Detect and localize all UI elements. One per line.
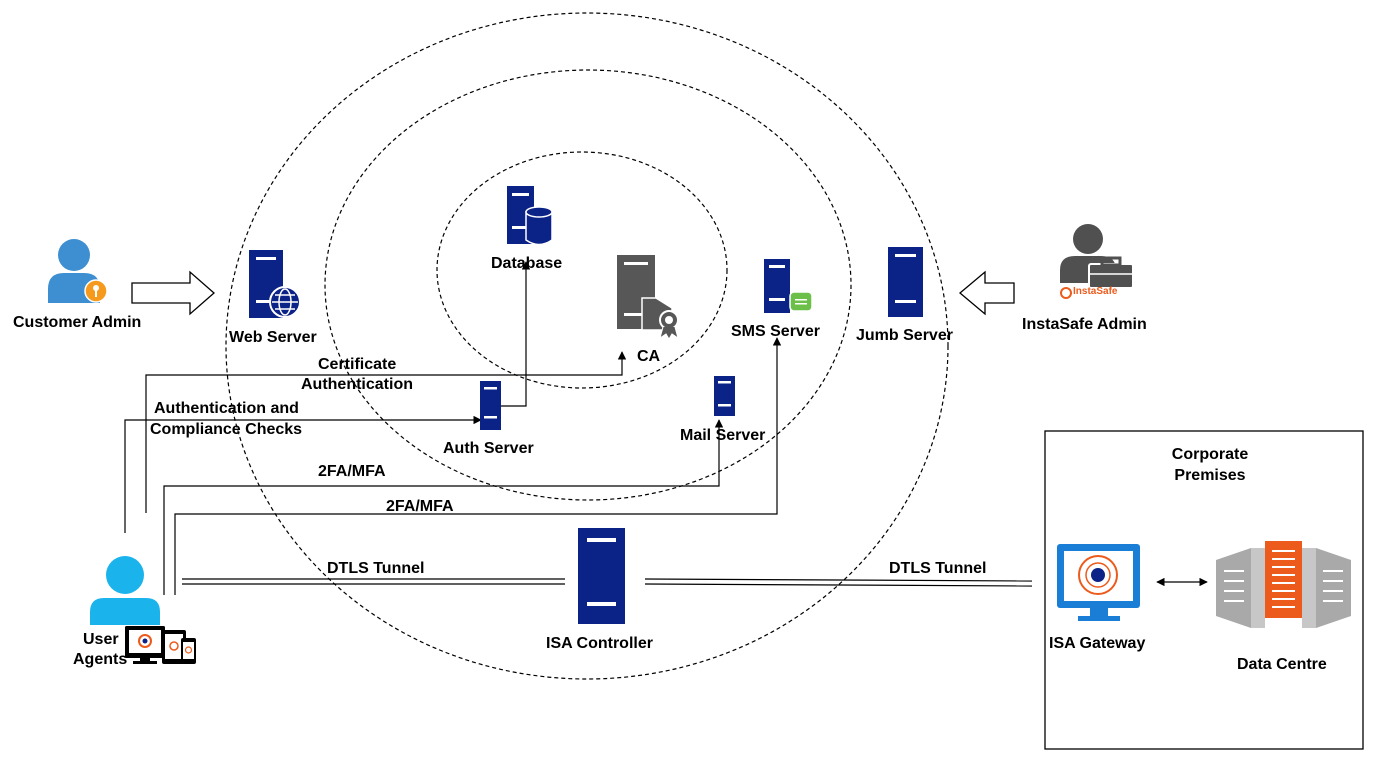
cert-auth-label-line2: Authentication xyxy=(301,376,413,393)
sms-server-icon xyxy=(764,259,813,313)
customer-admin-label: Customer Admin xyxy=(13,314,142,331)
isa-gateway-icon xyxy=(1057,544,1140,621)
database-label: Database xyxy=(491,255,563,272)
mfa-mail-label: 2FA/MFA xyxy=(318,463,386,480)
instasafe-logo-icon xyxy=(1060,287,1072,299)
ca-certificate-icon xyxy=(617,255,679,340)
dtls-right-line-b xyxy=(644,583,1033,587)
ca-label: CA xyxy=(637,348,661,365)
dtls-left-label: DTLS Tunnel xyxy=(327,560,425,577)
sms-server-label: SMS Server xyxy=(731,323,820,340)
mfa-mail-connector xyxy=(163,419,724,595)
auth-server-label: Auth Server xyxy=(443,440,534,457)
outer-zone-ring xyxy=(225,12,949,680)
corporate-premises-title-line2: Premises xyxy=(1174,467,1246,484)
web-server-label: Web Server xyxy=(229,329,317,346)
mail-server-icon xyxy=(714,376,735,416)
instasafe-admin-icon xyxy=(1060,224,1134,299)
isa-controller-label: ISA Controller xyxy=(546,635,653,652)
database-icon xyxy=(507,186,553,246)
auth-compliance-label-line2: Compliance Checks xyxy=(150,421,303,438)
instasafe-logo-text: InstaSafe xyxy=(1073,286,1118,297)
auth-server-icon xyxy=(480,381,501,430)
auth-compliance-connector xyxy=(124,415,482,533)
jump-server-icon xyxy=(888,247,923,317)
corporate-premises-title-line1: Corporate xyxy=(1171,446,1249,463)
cert-auth-connector xyxy=(145,351,627,513)
instasafe-admin-block-arrow xyxy=(958,270,1015,316)
customer-admin-icon xyxy=(48,239,108,303)
data-centre-icon xyxy=(1216,541,1351,628)
corporate-premises-box xyxy=(1044,430,1364,750)
user-agents-label-line2: Agents xyxy=(73,651,128,668)
briefcase-icon xyxy=(1088,263,1134,289)
user-agents-icon xyxy=(90,556,196,664)
devices-icon xyxy=(125,626,196,664)
auth-db-connector xyxy=(500,261,531,407)
isa-controller-icon xyxy=(578,528,625,624)
auth-compliance-label-line1: Authentication and xyxy=(154,400,299,417)
cert-auth-label-line1: Certificate xyxy=(318,356,397,373)
mfa-sms-label: 2FA/MFA xyxy=(386,498,454,515)
instasafe-admin-label: InstaSafe Admin xyxy=(1022,316,1147,333)
security-zones xyxy=(225,12,949,680)
sms-badge-icon xyxy=(789,291,813,312)
isa-gateway-label: ISA Gateway xyxy=(1049,635,1146,652)
mfa-sms-connector xyxy=(174,337,782,595)
inner-zone-ring xyxy=(436,151,728,389)
connectors xyxy=(124,261,1208,595)
web-server-icon xyxy=(249,250,301,318)
dtls-right-label: DTLS Tunnel xyxy=(889,560,987,577)
user-agents-label-line1: User xyxy=(83,631,119,648)
mail-server-label: Mail Server xyxy=(680,427,766,444)
customer-admin-block-arrow xyxy=(131,270,215,316)
data-centre-label: Data Centre xyxy=(1237,656,1327,673)
dtls-right-line-a xyxy=(644,578,1033,582)
jump-server-label: Jumb Server xyxy=(856,327,953,344)
middle-zone-ring xyxy=(324,69,852,501)
